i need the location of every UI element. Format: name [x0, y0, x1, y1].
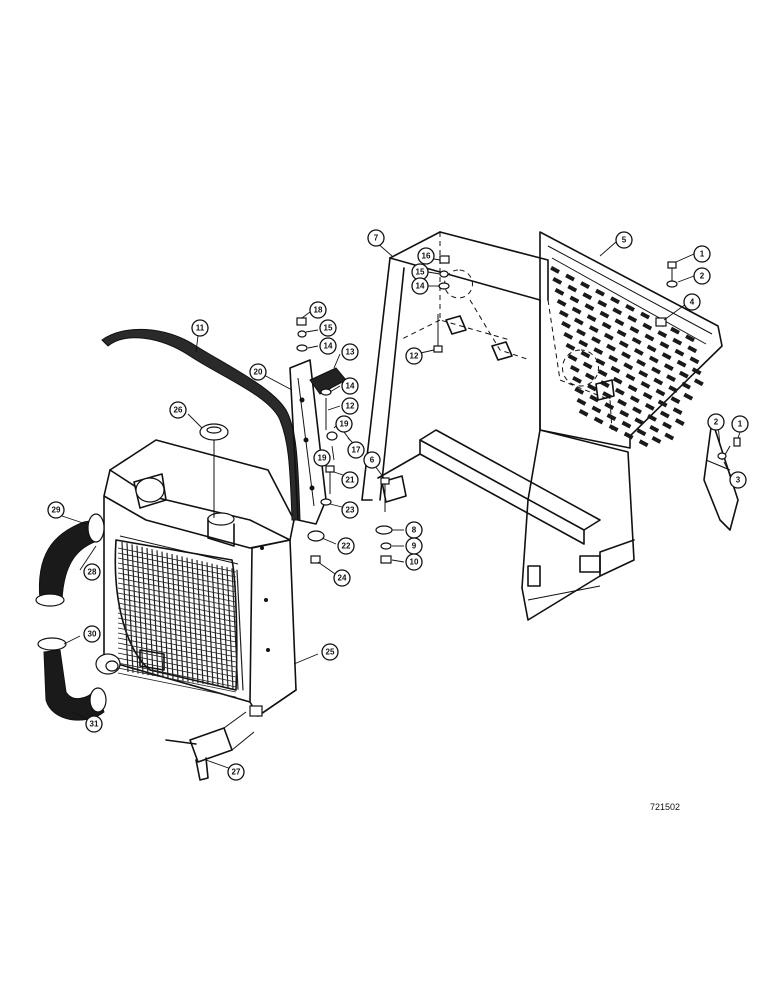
callout-1: 1 — [731, 415, 749, 433]
svg-text:22: 22 — [342, 542, 351, 551]
svg-text:13: 13 — [346, 348, 355, 357]
callout-14: 14 — [319, 337, 337, 355]
svg-text:12: 12 — [346, 402, 355, 411]
svg-text:7: 7 — [374, 234, 379, 243]
svg-text:27: 27 — [232, 768, 241, 777]
callout-26: 26 — [169, 401, 187, 419]
callout-12: 12 — [405, 347, 423, 365]
svg-text:3: 3 — [736, 476, 741, 485]
drain-cock — [165, 711, 255, 781]
callout-10: 10 — [405, 553, 423, 571]
leader-lines — [61, 241, 743, 771]
grille-assembly — [539, 231, 739, 531]
callout-21: 21 — [341, 471, 359, 489]
svg-text:8: 8 — [412, 526, 417, 535]
svg-text:10: 10 — [410, 558, 419, 567]
callout-22: 22 — [337, 537, 355, 555]
svg-text:6: 6 — [370, 456, 375, 465]
hose-clamp — [95, 653, 121, 675]
svg-text:1: 1 — [738, 420, 743, 429]
svg-text:15: 15 — [416, 268, 425, 277]
figure-code: 721502 — [650, 802, 680, 812]
callout-31: 31 — [85, 715, 103, 733]
lower-hose — [37, 637, 107, 721]
svg-text:18: 18 — [314, 306, 323, 315]
svg-text:20: 20 — [254, 368, 263, 377]
callout-19: 19 — [335, 415, 353, 433]
callout-24: 24 — [333, 569, 351, 587]
grille-slots — [550, 266, 704, 448]
callout-14: 14 — [341, 377, 359, 395]
radiator-assembly — [103, 439, 297, 717]
svg-text:24: 24 — [338, 574, 347, 583]
svg-text:9: 9 — [412, 542, 417, 551]
svg-text:17: 17 — [352, 446, 361, 455]
callout-25: 25 — [321, 643, 339, 661]
svg-text:21: 21 — [346, 476, 355, 485]
callout-4: 4 — [683, 293, 701, 311]
callout-17: 17 — [347, 441, 365, 459]
svg-text:1: 1 — [700, 250, 705, 259]
radiator-core — [117, 541, 244, 698]
callout-18: 18 — [309, 301, 327, 319]
svg-text:11: 11 — [196, 324, 205, 333]
callout-15: 15 — [319, 319, 337, 337]
svg-text:5: 5 — [622, 236, 627, 245]
callout-3: 3 — [729, 471, 747, 489]
support-bracket — [289, 359, 327, 525]
svg-text:19: 19 — [340, 420, 349, 429]
callout-20: 20 — [249, 363, 267, 381]
callout-13: 13 — [341, 343, 359, 361]
seal-strip — [101, 328, 301, 521]
part-callouts: 1234567891011121314151617181920212223242… — [47, 229, 749, 781]
callout-2: 2 — [707, 413, 725, 431]
svg-text:25: 25 — [326, 648, 335, 657]
callout-14: 14 — [411, 277, 429, 295]
callout-11: 11 — [191, 319, 209, 337]
svg-text:2: 2 — [714, 418, 719, 427]
svg-text:31: 31 — [90, 720, 99, 729]
callout-9: 9 — [405, 537, 423, 555]
callout-5: 5 — [615, 231, 633, 249]
callout-27: 27 — [227, 763, 245, 781]
callout-7: 7 — [367, 229, 385, 247]
callout-1: 1 — [693, 245, 711, 263]
callout-8: 8 — [405, 521, 423, 539]
svg-text:30: 30 — [88, 630, 97, 639]
svg-text:2: 2 — [700, 272, 705, 281]
svg-text:16: 16 — [422, 252, 431, 261]
svg-text:14: 14 — [324, 342, 333, 351]
callout-23: 23 — [341, 501, 359, 519]
hardware — [296, 255, 741, 564]
svg-text:19: 19 — [318, 454, 327, 463]
callout-6: 6 — [363, 451, 381, 469]
svg-text:12: 12 — [410, 352, 419, 361]
svg-text:23: 23 — [346, 506, 355, 515]
radiator-cap — [199, 423, 229, 518]
callout-29: 29 — [47, 501, 65, 519]
callout-16: 16 — [417, 247, 435, 265]
upper-hose — [35, 513, 105, 607]
svg-text:14: 14 — [416, 282, 425, 291]
svg-text:26: 26 — [174, 406, 183, 415]
callout-2: 2 — [693, 267, 711, 285]
callout-28: 28 — [83, 563, 101, 581]
svg-text:14: 14 — [346, 382, 355, 391]
svg-text:29: 29 — [52, 506, 61, 515]
callout-12: 12 — [341, 397, 359, 415]
svg-text:28: 28 — [88, 568, 97, 577]
svg-text:4: 4 — [690, 298, 695, 307]
callout-19: 19 — [313, 449, 331, 467]
callout-30: 30 — [83, 625, 101, 643]
svg-text:15: 15 — [324, 324, 333, 333]
